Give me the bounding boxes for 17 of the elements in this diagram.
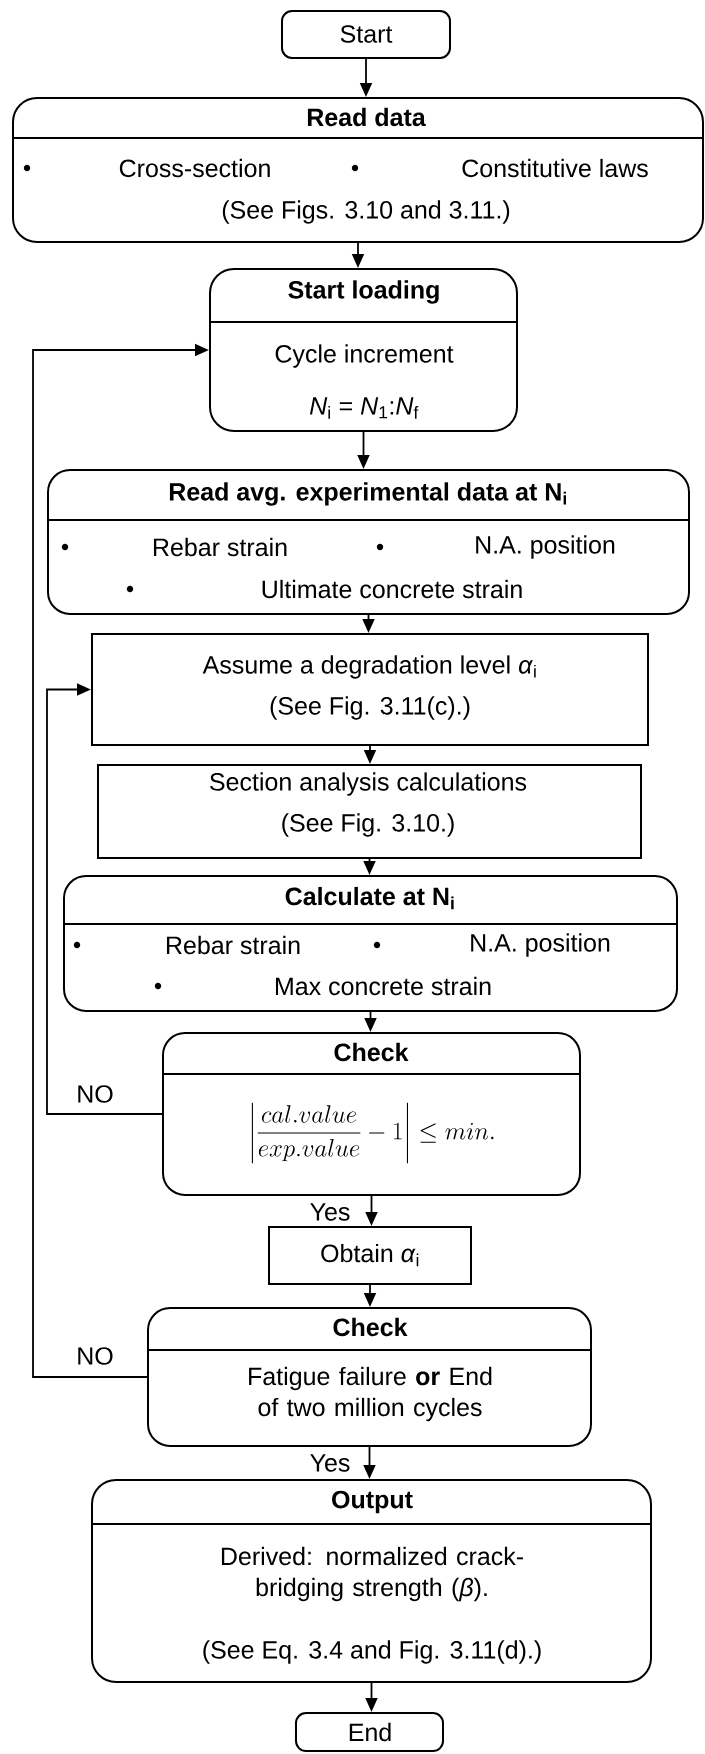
edge-label: Yes [308, 1202, 352, 1222]
edge-label: NO [75, 1084, 115, 1104]
arrow [46, 683, 163, 1115]
edge-label: Yes [308, 1453, 352, 1473]
process-box: Section analysis calculations (See Fig. 3.10.) [97, 764, 642, 859]
decision-box: Check Fatigue failure or End of two million cycles [147, 1307, 592, 1447]
edge-label: NO [75, 1346, 115, 1366]
decision-box: Check $\left|\frac{cal.value}{exp.value}-1\right|\le min.$ [162, 1032, 581, 1196]
process-box: Start loading Cycle increment N$_{i}$ = N$_{1}$:N$_{f}$ [209, 268, 518, 432]
terminal-box: End [295, 1712, 444, 1752]
process-box: Read data Cross-section Constitutive laws (See Figs. 3.10 and 3.11.) [12, 97, 704, 243]
process-box: Calculate at N$_{i}$ Rebar strain N.A. position Max concrete strain [63, 875, 678, 1012]
terminal-box: Start [281, 10, 451, 59]
process-box: Output Derived: normalized crack-bridging strength (β). (See Eq. 3.4 and Fig. 3.11(d).) [91, 1479, 652, 1683]
process-box: Obtain α$_{i}$ [268, 1226, 472, 1285]
process-box: Read avg. experimental data at N$_{i}$ Rebar strain N.A. position Ultimate concrete strain [47, 469, 690, 615]
process-box: Assume a degradation level α$_{i}$ (See Fig. 3.11(c).) [91, 633, 649, 746]
